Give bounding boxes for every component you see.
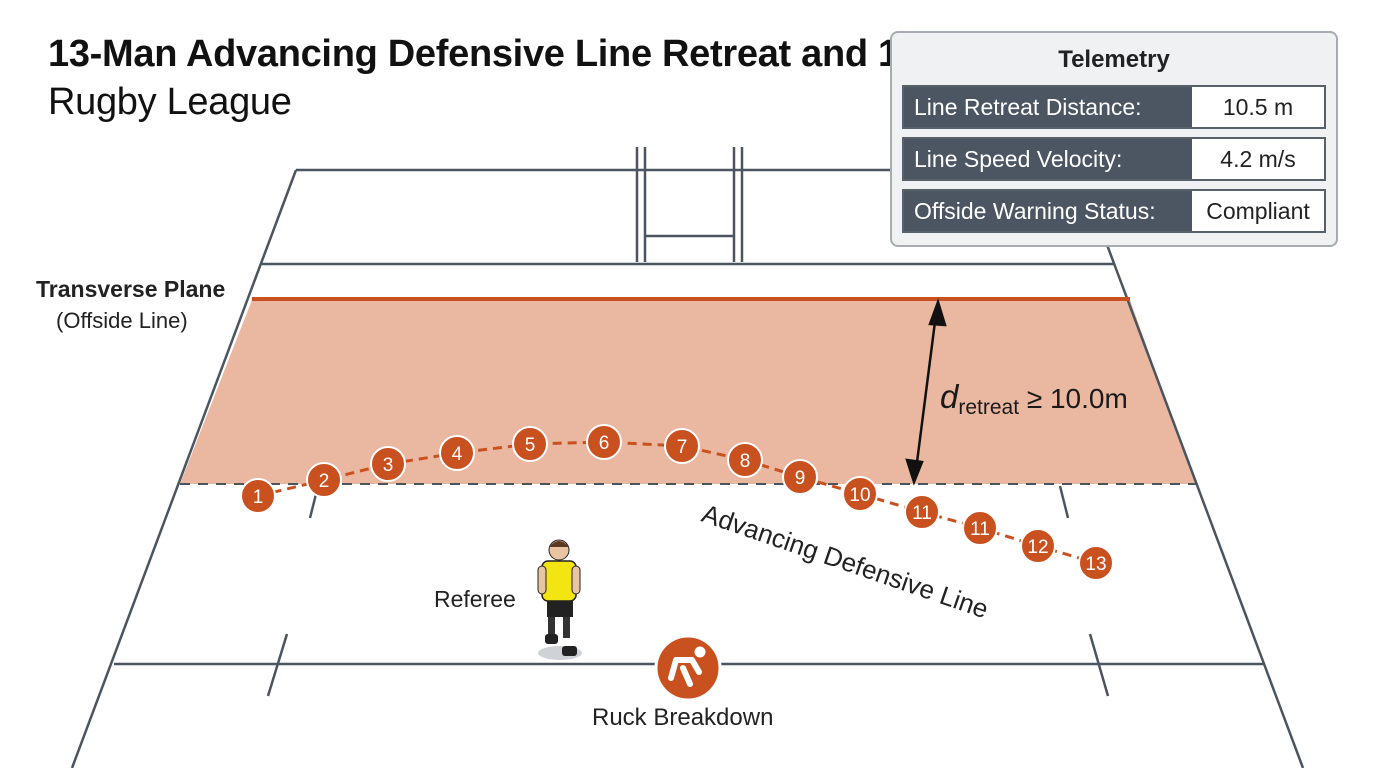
svg-text:1: 1	[253, 487, 264, 508]
player-marker: 3	[370, 446, 406, 482]
telemetry-title: Telemetry	[1058, 46, 1170, 73]
svg-text:13: 13	[1085, 554, 1106, 575]
player-marker: 13	[1078, 545, 1114, 581]
telemetry-row-retreat-distance: Line Retreat Distance: 10.5 m	[902, 85, 1326, 129]
telemetry-value: 4.2 m/s	[1220, 146, 1296, 172]
player-marker: 9	[782, 459, 818, 495]
player-marker: 10	[842, 476, 878, 512]
defensive-players: 1 2 3 4 5 6 7 8 9 10 11 11 12 13	[240, 424, 1114, 581]
offside-line-label: (Offside Line)	[56, 308, 188, 333]
telemetry-label: Line Speed Velocity:	[904, 139, 1192, 179]
referee-label: Referee	[434, 586, 516, 612]
player-marker: 5	[512, 426, 548, 462]
player-marker: 4	[439, 435, 475, 471]
retreat-condition: ≥ 10.0m	[1019, 383, 1128, 414]
player-marker: 6	[586, 424, 622, 460]
svg-text:4: 4	[452, 444, 463, 465]
player-marker: 11	[904, 494, 940, 530]
offside-zone	[180, 300, 1196, 484]
svg-text:2: 2	[319, 471, 330, 492]
double-arrow-icon	[905, 298, 947, 486]
ruck-label: Ruck Breakdown	[592, 704, 774, 731]
telemetry-label: Offside Warning Status:	[904, 191, 1192, 231]
svg-text:8: 8	[740, 451, 751, 472]
svg-text:11: 11	[970, 519, 990, 540]
telemetry-row-offside-status: Offside Warning Status: Compliant	[902, 189, 1326, 233]
svg-text:7: 7	[677, 437, 688, 458]
retreat-distance-label: dretreat ≥ 10.0m	[940, 378, 1128, 420]
referee-figure-icon	[537, 539, 582, 660]
player-marker: 2	[306, 462, 342, 498]
telemetry-value: 10.5 m	[1222, 94, 1294, 120]
telemetry-row-line-speed: Line Speed Velocity: 4.2 m/s	[902, 137, 1326, 181]
transverse-plane-label: Transverse Plane	[36, 276, 226, 302]
player-marker: 7	[664, 428, 700, 464]
svg-text:9: 9	[795, 468, 806, 489]
svg-text:6: 6	[599, 433, 610, 454]
ruck-player-icon	[654, 634, 722, 702]
svg-text:3: 3	[383, 455, 394, 476]
player-marker: 1	[240, 478, 276, 514]
svg-text:12: 12	[1027, 537, 1048, 558]
player-marker: 8	[727, 442, 763, 478]
player-marker: 11	[962, 510, 998, 546]
svg-text:10: 10	[849, 485, 870, 506]
retreat-subscript: retreat	[958, 396, 1020, 419]
telemetry-panel: Telemetry Line Retreat Distance: 10.5 m …	[890, 31, 1338, 247]
goal-posts	[635, 147, 744, 262]
player-marker: 12	[1020, 528, 1056, 564]
svg-text:5: 5	[525, 435, 536, 456]
retreat-symbol: d	[940, 378, 959, 415]
telemetry-label: Line Retreat Distance:	[904, 87, 1192, 127]
telemetry-value: Compliant	[1206, 198, 1310, 224]
svg-text:11: 11	[912, 503, 932, 524]
